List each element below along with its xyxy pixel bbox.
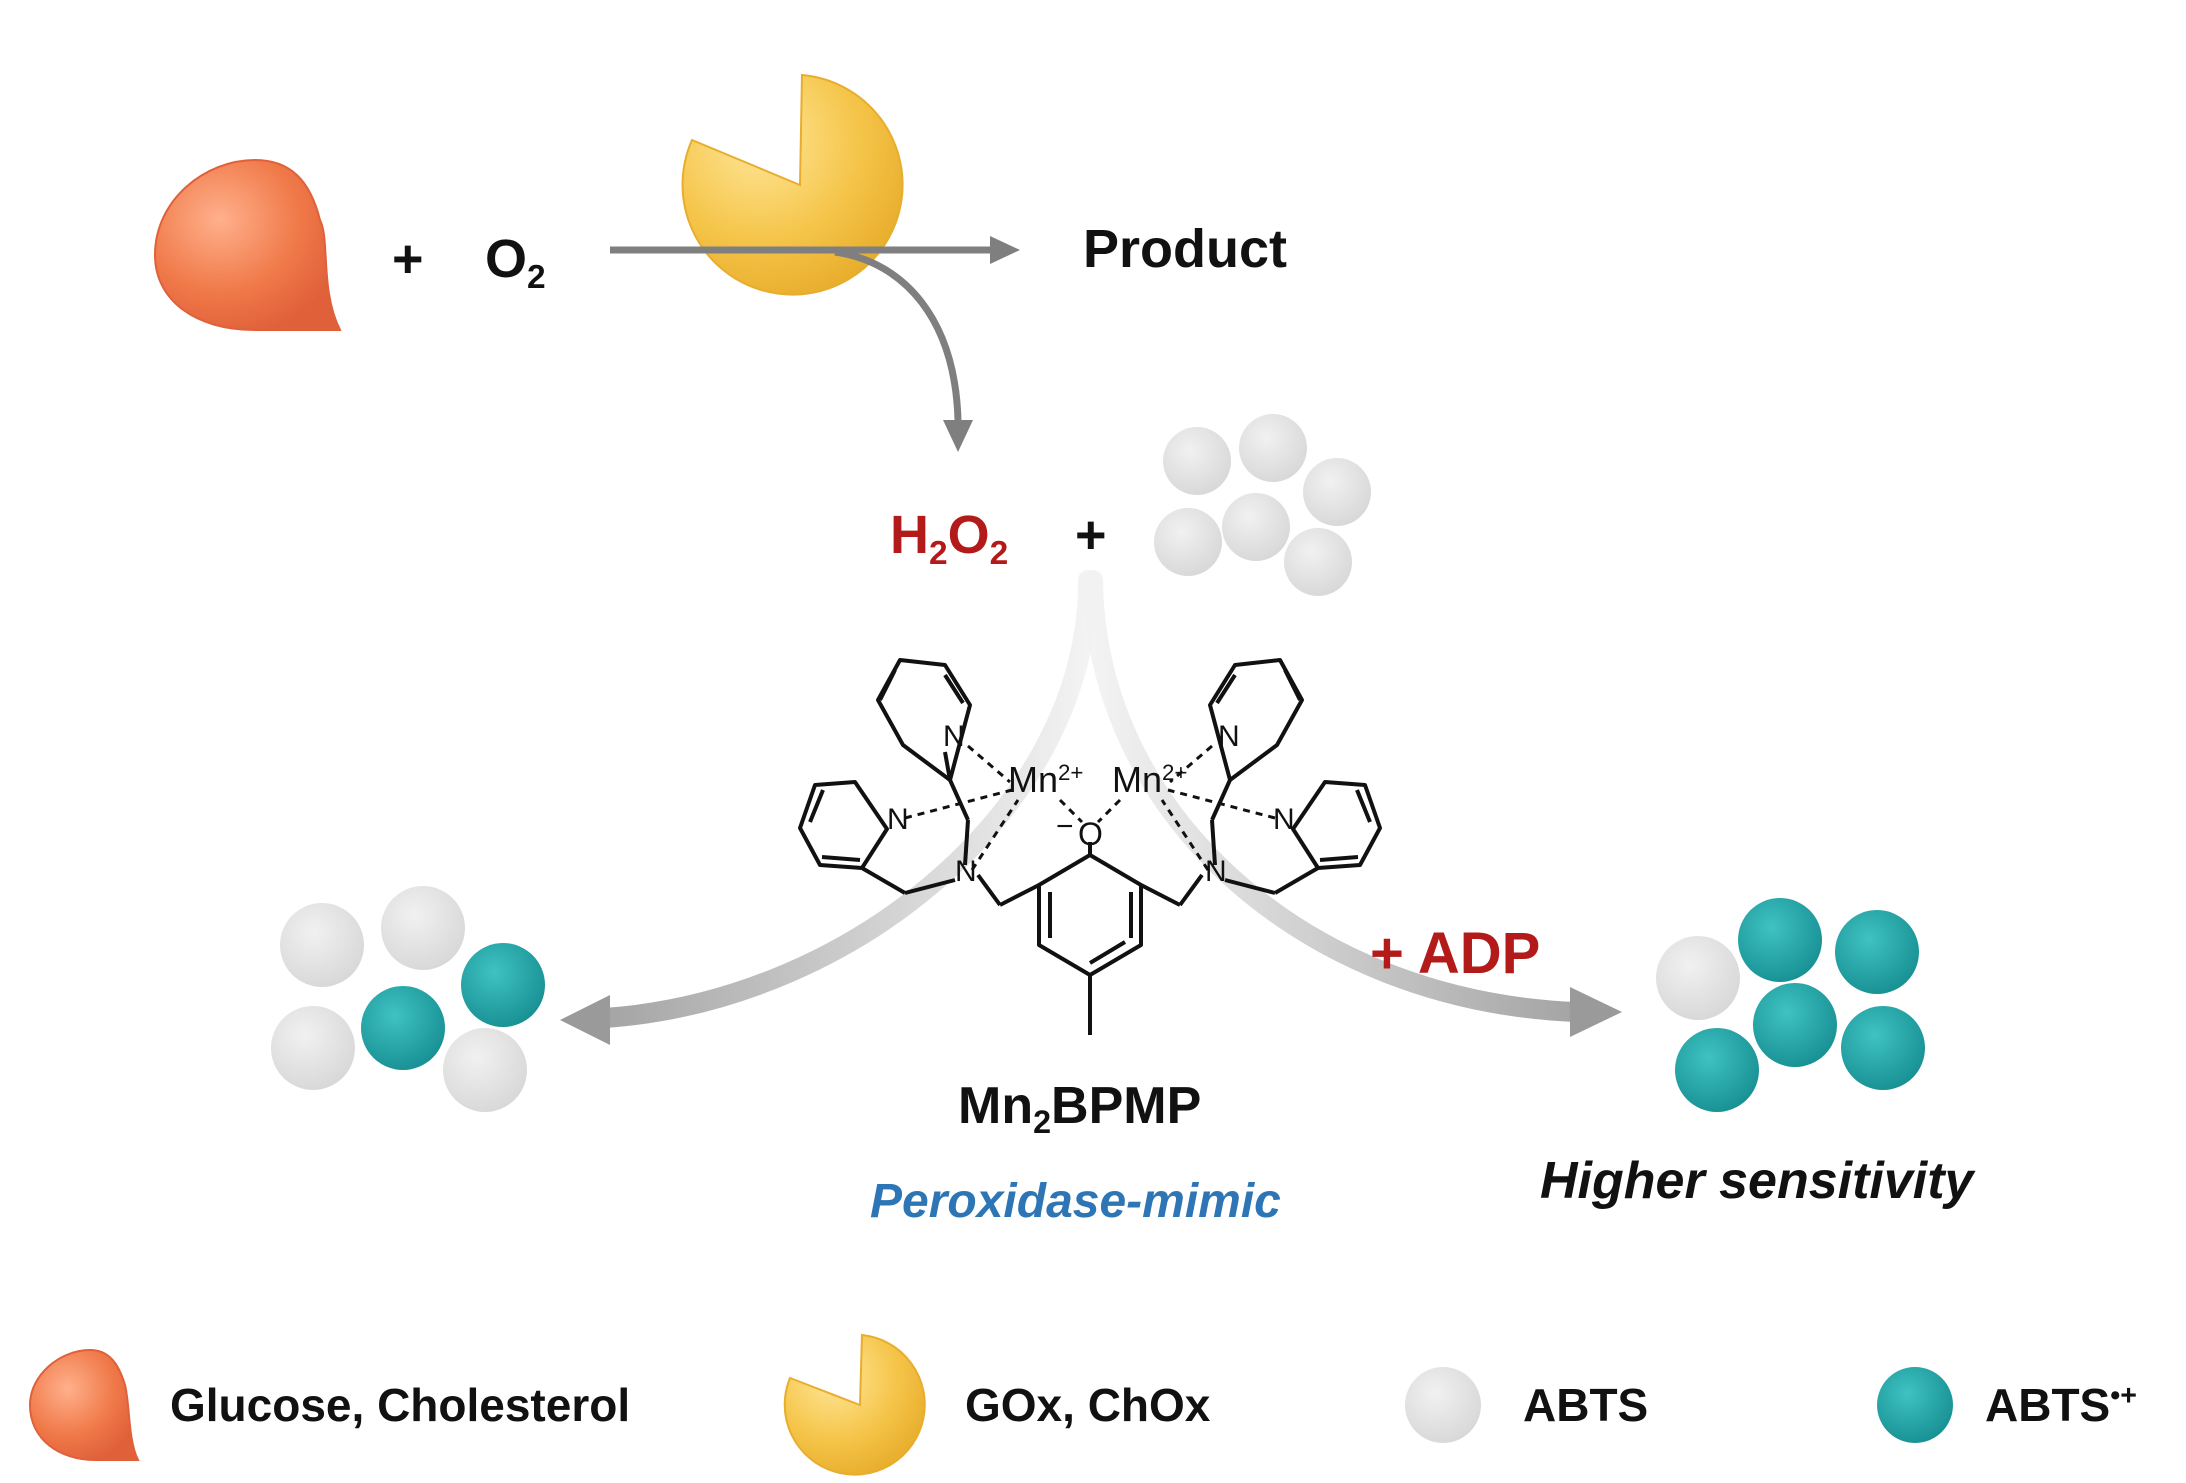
complex-role: Peroxidase-mimic [870,1175,1281,1228]
plus-sign-2: + [1075,505,1107,565]
product-label: Product [1083,219,1288,279]
n-atom-6: N [1205,855,1227,888]
legend-enzyme-icon [783,1333,926,1476]
abts-cluster-top [1154,414,1371,596]
plus-sign: + [392,229,424,289]
outcome-label: Higher sensitivity [1540,1152,1974,1210]
split-arrows [560,570,1622,1045]
reaction-arrow [610,236,1020,264]
substrate-drop-icon [153,158,342,331]
product-cluster-right [1656,898,1925,1112]
mn-atom-left: Mn2+ [1008,759,1084,800]
legend-enzyme-label: GOx, ChOx [965,1379,1211,1431]
legend-abts-icon [1405,1367,1481,1443]
h2o2-branch-arrow [834,248,973,452]
legend-substrate-label: Glucose, Cholesterol [170,1379,631,1431]
n-atom-3: N [955,855,977,888]
n-atom-2: N [887,803,909,836]
legend-abts-radical-label: ABTS•+ [1985,1379,2137,1431]
n-atom-4: N [1218,720,1240,753]
adp-additive: + ADP [1370,921,1541,986]
mn-atom-right: Mn2+ [1112,759,1188,800]
legend-substrate-icon [28,1348,140,1461]
product-cluster-left [271,886,545,1112]
h2o2-label: H2O2 [890,505,1009,572]
oxygen-charge: − [1056,810,1074,843]
oxygen-label: O2 [485,229,546,296]
complex-name: Mn2BPMP [958,1077,1202,1141]
legend-abts-radical-icon [1877,1367,1953,1443]
n-atom-5: N [1273,803,1295,836]
n-atom-1: N [943,720,965,753]
oxygen-atom: O [1078,816,1103,852]
legend-abts-label: ABTS [1523,1379,1649,1431]
enzyme-pacman-icon [681,73,904,296]
mn2bpmp-structure [798,658,1382,1035]
